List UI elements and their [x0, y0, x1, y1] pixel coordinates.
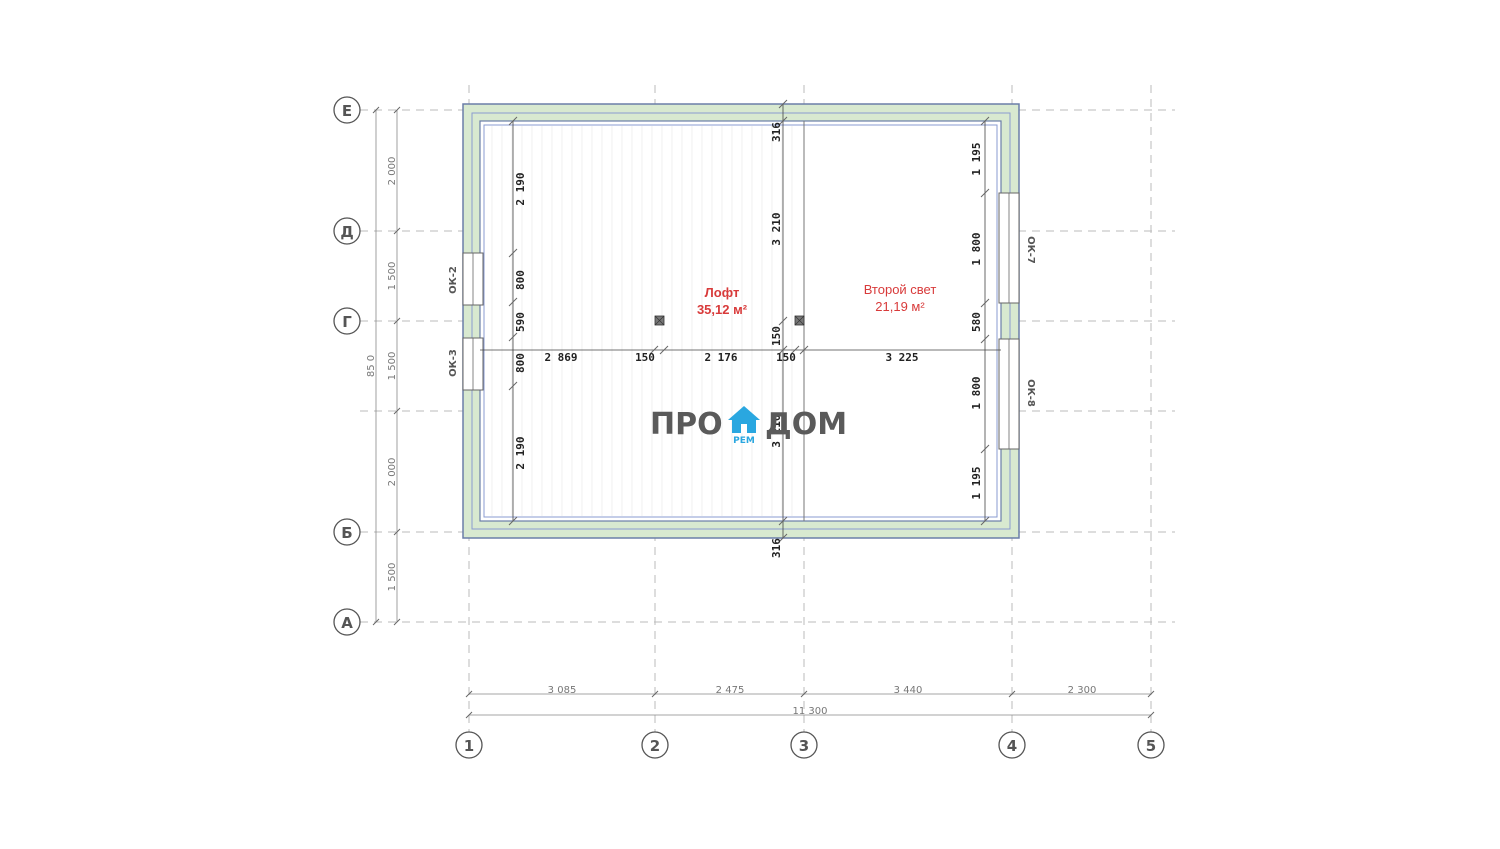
axis-label-3: 3 — [799, 737, 809, 755]
window-label-ok8: ОК-8 — [1025, 379, 1036, 407]
axis-marker-4: 4 — [998, 731, 1026, 759]
dim-horizontal-3: 2 176 — [704, 351, 737, 364]
inner-dimension-lines — [480, 99, 1001, 543]
axis-marker-a: А — [333, 608, 361, 636]
dim-center-top: 3 210 — [770, 212, 783, 245]
left-dimension-chain — [372, 106, 401, 626]
axis-marker-g: Г — [333, 307, 361, 335]
room-loft-area: 35,12 м² — [697, 302, 748, 317]
logo-sub-text: РЕМ — [733, 436, 755, 446]
bottom-dim-2: 2 475 — [716, 685, 745, 696]
axis-label-d: Д — [340, 223, 353, 241]
window-label-ok7: ОК-7 — [1025, 236, 1036, 264]
dim-right-2: 1 800 — [970, 232, 983, 265]
dim-horizontal-4: 150 — [776, 351, 796, 364]
room-loft-name: Лофт — [705, 285, 740, 300]
dim-left-5: 2 190 — [514, 436, 527, 469]
axis-label-4: 4 — [1007, 737, 1017, 755]
left-dim-partial: 85 0 — [366, 355, 377, 377]
dim-left-3: 590 — [514, 312, 527, 332]
axis-marker-3: 3 — [790, 731, 818, 759]
windows — [462, 192, 1020, 450]
bottom-dim-3: 3 440 — [894, 685, 923, 696]
left-dim-4: 2 000 — [387, 458, 398, 487]
dim-horizontal-5: 3 225 — [885, 351, 918, 364]
axis-label-b: Б — [341, 524, 352, 542]
bottom-dimension-chain — [465, 690, 1155, 719]
axis-marker-1: 1 — [455, 731, 483, 759]
axis-label-1: 1 — [464, 737, 474, 755]
room-second-light-area: 21,19 м² — [875, 299, 925, 314]
dim-right-5: 1 195 — [970, 466, 983, 499]
bottom-dim-1: 3 085 — [548, 685, 577, 696]
dim-right-3: 580 — [970, 312, 983, 332]
window-label-ok2: ОК-2 — [448, 266, 459, 294]
column-posts — [654, 315, 805, 326]
axis-label-5: 5 — [1146, 737, 1156, 755]
bottom-dim-4: 2 300 — [1068, 685, 1097, 696]
dim-right-1: 1 195 — [970, 142, 983, 175]
axis-marker-2: 2 — [641, 731, 669, 759]
house-icon — [728, 406, 760, 433]
axis-marker-e: Е — [333, 96, 361, 124]
axis-label-e: Е — [342, 102, 352, 120]
left-dim-3: 1 500 — [387, 352, 398, 381]
left-dim-1: 2 000 — [387, 157, 398, 186]
logo-text-left: ПРО — [650, 407, 723, 442]
logo-watermark: ПРО РЕМ ДОМ — [650, 406, 847, 446]
room-second-light-name: Второй свет — [864, 282, 937, 297]
left-dim-5: 1 500 — [387, 563, 398, 592]
axis-label-a: А — [341, 614, 353, 632]
left-dim-2: 1 500 — [387, 262, 398, 291]
window-label-ok3: ОК-3 — [448, 349, 459, 377]
dim-horizontal-1: 2 869 — [544, 351, 577, 364]
dim-bottom-wall: 316 — [770, 538, 783, 558]
dim-top-wall: 316 — [770, 122, 783, 142]
axis-label-2: 2 — [650, 737, 660, 755]
dim-left-2: 800 — [514, 270, 527, 290]
dim-right-4: 1 800 — [970, 376, 983, 409]
axis-marker-d: Д — [333, 217, 361, 245]
dim-horizontal-2: 150 — [635, 351, 655, 364]
axis-label-g: Г — [342, 313, 352, 331]
axis-marker-5: 5 — [1137, 731, 1165, 759]
logo-text-right: ДОМ — [765, 407, 847, 442]
dim-left-4: 800 — [514, 353, 527, 373]
bottom-dim-total: 11 300 — [793, 706, 828, 717]
loft-floor-hatching — [491, 126, 793, 516]
dim-center-bottom: 3 210 — [770, 414, 783, 447]
dim-center-gap: 150 — [770, 326, 783, 346]
building-walls — [462, 103, 1020, 539]
dim-left-1: 2 190 — [514, 172, 527, 205]
axis-marker-b: Б — [333, 518, 361, 546]
